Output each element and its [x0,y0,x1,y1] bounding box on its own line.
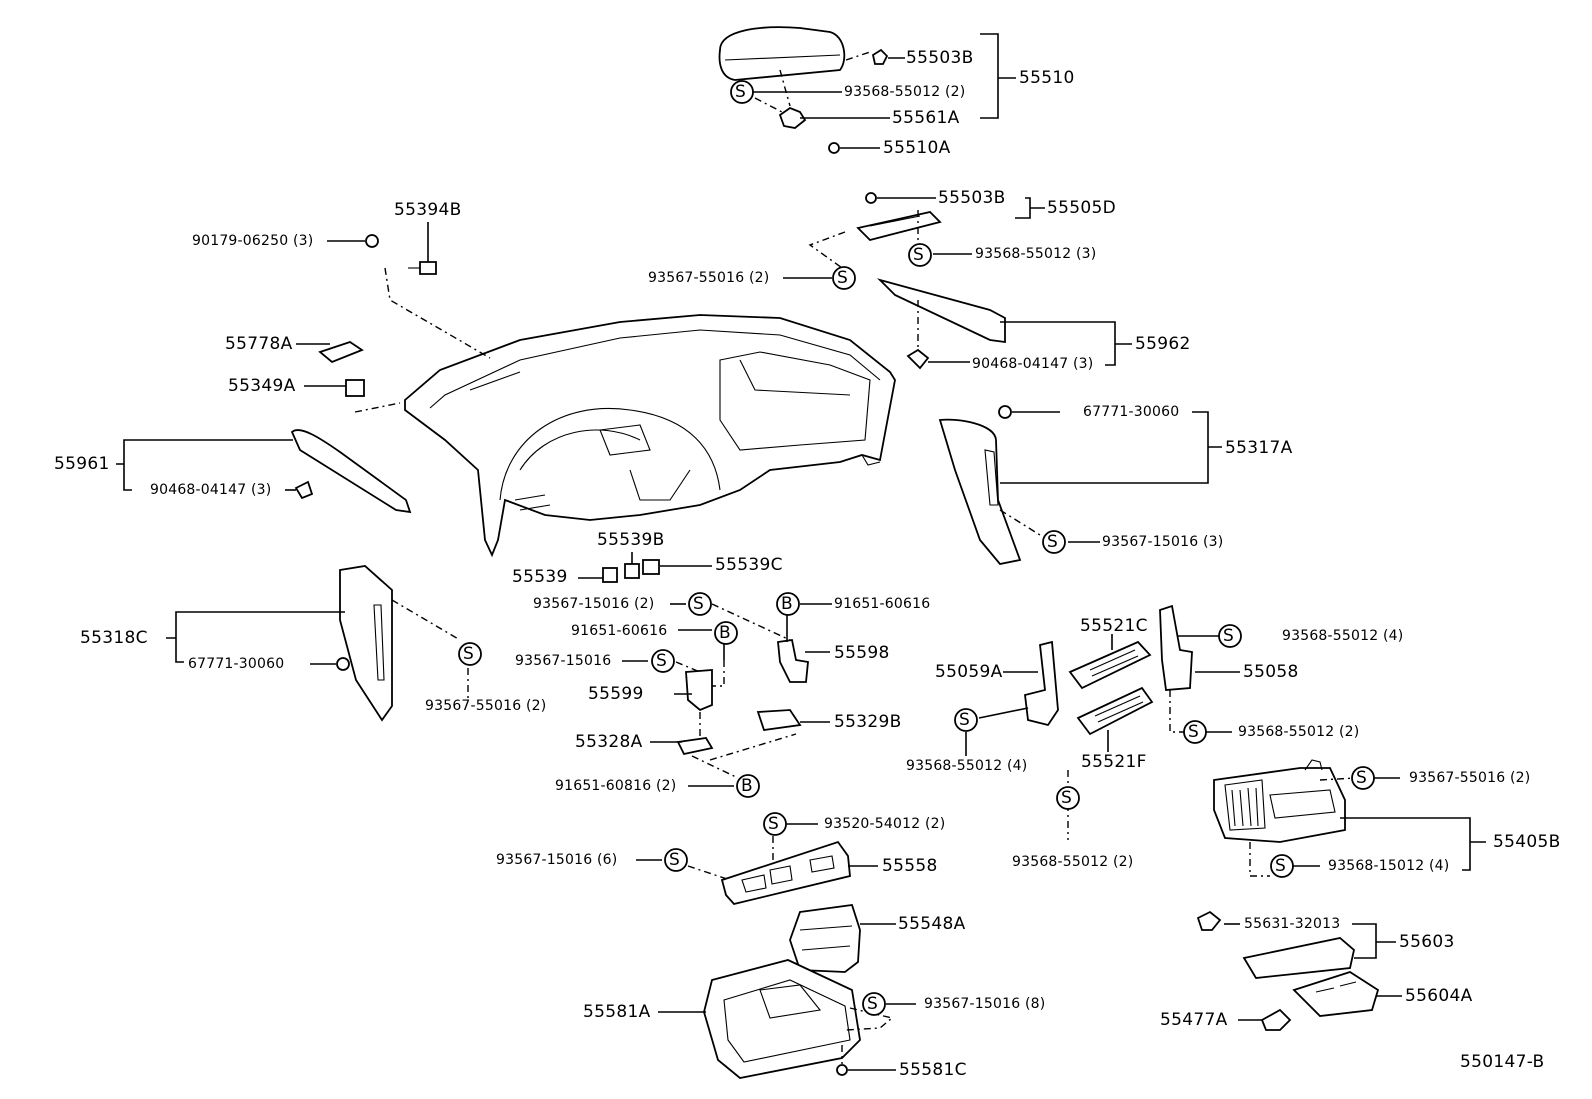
kick-panel-55317a-drawing [938,405,1022,565]
part-label: 93568-15012 (4) [1328,858,1450,874]
kick-panel-55318c-drawing [336,565,393,722]
screw-symbol-letter: S [1223,626,1235,646]
screw-symbols [458,80,1375,1016]
part-label: 93567-15016 [515,653,612,669]
part-label: 55539B [597,530,665,550]
bracket-55558-drawing [720,840,851,906]
side-panel-55962-drawing [876,278,1006,370]
part-label: 55318C [80,628,148,648]
screw-symbol-letter: S [913,245,925,265]
part-label: 93567-55016 (2) [425,698,547,714]
box-55548a-drawing [789,904,861,973]
part-label: 55328A [575,732,643,752]
bracket-55058-drawing [1159,604,1193,691]
part-label: 93568-55012 (4) [906,758,1028,774]
part-label: 91651-60616 [834,596,931,612]
part-label: 55503B [938,188,1006,208]
screw-symbol-letter: S [669,850,681,870]
part-label: 55962 [1135,334,1191,354]
part-label: 93520-54012 (2) [824,816,946,832]
part-label: 55778A [225,334,293,354]
part-label: 55558 [882,856,938,876]
part-label: 55058 [1243,662,1299,682]
screw-symbol-letter: S [463,644,475,664]
part-label: 55581C [899,1060,967,1080]
part-label: 55603 [1399,932,1455,952]
screw-symbol-letter: S [1188,722,1200,742]
part-label: 93568-55012 (3) [975,246,1097,262]
part-label: 93567-15016 (6) [496,852,618,868]
clip-55394b-drawing [365,234,437,275]
bracket-55505d-drawing [856,192,942,241]
part-label: 55961 [54,454,110,474]
screw-symbol-letter: S [1061,788,1073,808]
side-panel-55961-drawing [290,429,412,514]
part-label: 55598 [834,643,890,663]
screw-symbol-letter: S [837,268,849,288]
part-label: 93568-55012 (2) [1012,854,1134,870]
clips-55539-drawing [602,559,660,583]
screw-symbol-letter: S [735,82,747,102]
part-label: 55503B [906,48,974,68]
part-label: 93568-55012 (2) [844,84,966,100]
part-label: 67771-30060 [188,656,285,672]
part-label: 55349A [228,376,296,396]
part-label: 90179-06250 (3) [192,233,314,249]
part-label: 93567-15016 (2) [533,596,655,612]
part-label: 55561A [892,108,960,128]
part-label: 55505D [1047,198,1116,218]
center-brackets-drawing [676,638,809,756]
cluster-panel-55405b-drawing [1213,759,1346,843]
part-label: 93567-15016 (3) [1102,534,1224,550]
part-label: 55599 [588,684,644,704]
part-label: 55604A [1405,986,1473,1006]
part-label: 91651-60816 (2) [555,778,677,794]
screw-symbol-letter: S [1356,768,1368,788]
part-label: 55539 [512,567,568,587]
part-label: 93568-55012 (2) [1238,724,1360,740]
screw-symbol-letter: S [768,814,780,834]
part-label: 91651-60616 [571,623,668,639]
bolt-symbols [714,592,800,798]
bracket-55059a-drawing [1024,640,1059,727]
part-label: 55521C [1080,616,1148,636]
part-label: 55477A [1160,1010,1228,1030]
part-label: 55581A [583,1002,651,1022]
part-label: 93567-55016 (2) [1409,770,1531,786]
part-label: 55539C [715,555,783,575]
screw-symbol-letter: S [1275,856,1287,876]
part-label: 55317A [1225,438,1293,458]
box-55581a-drawing [703,959,861,1079]
screw-symbol-letter: S [959,710,971,730]
bolt-symbol-letter: B [741,776,753,796]
vents-55521-drawing [1068,640,1154,736]
part-label: 90468-04147 (3) [150,482,272,498]
ashtray-parts-drawing [1196,910,1380,1031]
part-label: 55510A [883,138,951,158]
screw-symbol-letter: S [693,594,705,614]
console-lid-drawing [718,26,889,154]
part-label: 93567-55016 (2) [648,270,770,286]
part-label: 55548A [898,914,966,934]
screw-symbol-letter: S [1047,532,1059,552]
screw-symbol-letter: S [656,651,668,671]
part-label: 90468-04147 (3) [972,356,1094,372]
instrument-panel-drawing [404,314,896,558]
part-label: 55329B [834,712,902,732]
bolt-symbol-letter: B [781,594,793,614]
part-label: 55394B [394,200,462,220]
part-label: 55521F [1081,752,1147,772]
part-label: 55059A [935,662,1003,682]
part-label: 55510 [1019,68,1075,88]
part-label: 67771-30060 [1083,404,1180,420]
bolt-symbol-letter: B [719,623,731,643]
figure-id: 550147-B [1460,1052,1545,1072]
screw-symbol-letter: S [867,994,879,1014]
part-label: 93567-15016 (8) [924,996,1046,1012]
part-label: 55405B [1493,832,1561,852]
part-label: 55631-32013 [1244,916,1341,932]
part-label: 93568-55012 (4) [1282,628,1404,644]
